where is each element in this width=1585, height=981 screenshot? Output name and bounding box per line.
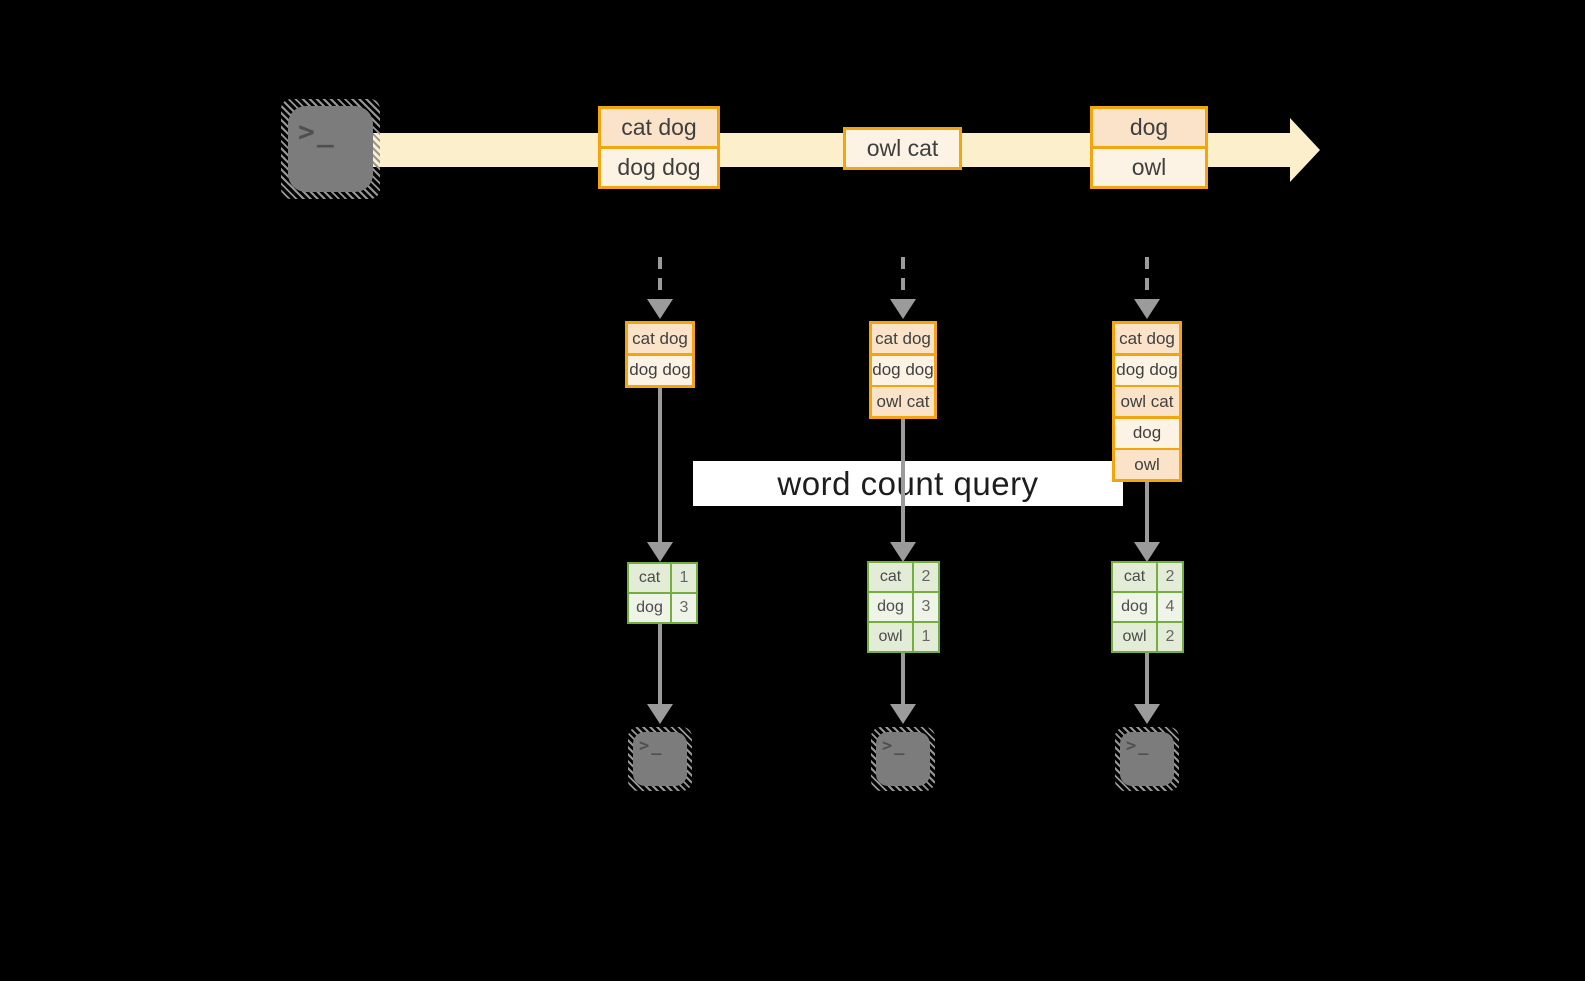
flow-arrow-1 [658, 386, 662, 542]
count-cell: 3 [672, 594, 696, 622]
stack-row: cat dog [872, 324, 934, 353]
stack-row: owl cat [1115, 387, 1179, 416]
dashed-arrow-3 [1145, 257, 1149, 299]
dashed-arrow-2 [901, 257, 905, 299]
dashed-arrow-1-head [647, 299, 673, 319]
count-row: cat 2 [1113, 563, 1182, 591]
count-cell: 1 [914, 623, 938, 651]
count-row: dog 3 [629, 594, 696, 622]
stack-row: cat dog [1115, 324, 1179, 353]
output-arrow-1-head [647, 704, 673, 724]
query-banner-label: word count query [777, 464, 1039, 502]
stack-row: dog dog [628, 355, 692, 385]
flow-arrow-3-head [1134, 542, 1160, 562]
record-stack-2: cat dog dog dog owl cat [869, 321, 937, 419]
count-table-2: cat 2 dog 3 owl 1 [867, 561, 940, 653]
count-table-3: cat 2 dog 4 owl 2 [1111, 561, 1184, 653]
count-row: dog 3 [869, 593, 938, 621]
output-terminal-icon-2: >_ [871, 727, 935, 791]
stack-row: owl [1115, 450, 1179, 479]
count-cell: 4 [1158, 593, 1182, 621]
stream-batch-1: cat dog dog dog [598, 106, 720, 189]
stack-row: dog dog [1115, 355, 1179, 385]
stream-record: dog [1093, 109, 1205, 146]
terminal-screen [288, 106, 373, 192]
word-cell: cat [1113, 563, 1156, 591]
terminal-screen [876, 732, 930, 786]
output-arrow-3 [1145, 653, 1149, 706]
stack-row: dog [1115, 418, 1179, 448]
output-arrow-3-head [1134, 704, 1160, 724]
dashed-arrow-3-head [1134, 299, 1160, 319]
stack-row: cat dog [628, 324, 692, 353]
terminal-screen [633, 732, 687, 786]
word-cell: dog [629, 594, 670, 622]
output-arrow-2 [901, 653, 905, 706]
stream-record: dog dog [601, 148, 717, 186]
count-row: dog 4 [1113, 593, 1182, 621]
word-cell: dog [869, 593, 912, 621]
stack-row: dog dog [872, 355, 934, 385]
dashed-arrow-1 [658, 257, 662, 299]
stream-arrow-head [1290, 118, 1320, 182]
word-cell: owl [1113, 623, 1156, 651]
word-cell: owl [869, 623, 912, 651]
record-stack-3: cat dog dog dog owl cat dog owl [1112, 321, 1182, 482]
stack-row: owl cat [872, 387, 934, 416]
output-terminal-icon-1: >_ [628, 727, 692, 791]
count-table-1: cat 1 dog 3 [627, 562, 698, 624]
dashed-arrow-2-head [890, 299, 916, 319]
stream-record: cat dog [601, 109, 717, 146]
terminal-screen [1120, 732, 1174, 786]
count-cell: 2 [914, 563, 938, 591]
flow-arrow-2 [901, 418, 905, 542]
stream-batch-2: owl cat [843, 127, 962, 170]
count-cell: 1 [672, 564, 696, 592]
terminal-prompt-icon: >_ [882, 736, 907, 756]
word-cell: cat [629, 564, 670, 592]
word-cell: dog [1113, 593, 1156, 621]
count-cell: 3 [914, 593, 938, 621]
count-row: cat 1 [629, 564, 696, 592]
stream-record: owl [1093, 148, 1205, 186]
flow-arrow-1-head [647, 542, 673, 562]
output-arrow-1 [658, 624, 662, 706]
count-cell: 2 [1158, 623, 1182, 651]
flow-arrow-2-head [890, 542, 916, 562]
count-cell: 2 [1158, 563, 1182, 591]
terminal-prompt-icon: >_ [639, 736, 664, 756]
flow-arrow-3 [1145, 481, 1149, 542]
terminal-prompt-icon: >_ [1126, 736, 1151, 756]
stream-batch-3: dog owl [1090, 106, 1208, 189]
count-row: owl 2 [1113, 623, 1182, 651]
stream-record: owl cat [846, 130, 959, 167]
output-terminal-icon-3: >_ [1115, 727, 1179, 791]
query-banner: word count query [693, 461, 1123, 506]
record-stack-1: cat dog dog dog [625, 321, 695, 388]
terminal-prompt-icon: >_ [298, 115, 336, 148]
output-arrow-2-head [890, 704, 916, 724]
word-cell: cat [869, 563, 912, 591]
source-terminal-icon: >_ [281, 99, 380, 199]
count-row: cat 2 [869, 563, 938, 591]
count-row: owl 1 [869, 623, 938, 651]
